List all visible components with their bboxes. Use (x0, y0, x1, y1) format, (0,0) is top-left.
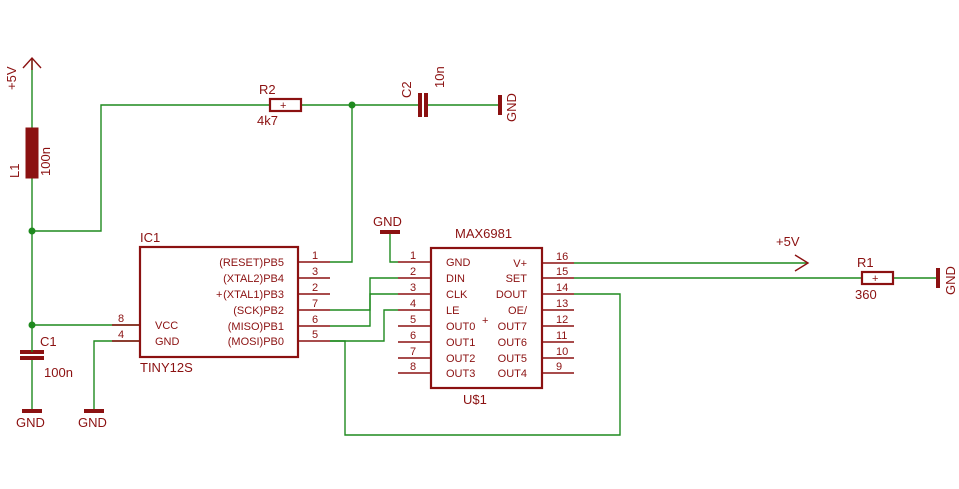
u1-pin-label: OUT5 (498, 353, 527, 365)
u1-value: MAX6981 (455, 226, 512, 241)
ic1-body (138, 245, 300, 359)
l1-name: L1 (7, 164, 22, 178)
u1-pin-num: 8 (410, 361, 416, 373)
gnd-c2-label: GND (504, 93, 519, 122)
u1-pin-num: 14 (556, 282, 568, 294)
u1-name: U$1 (463, 392, 487, 407)
u1-pin-num: 11 (556, 330, 567, 342)
junction-vcc (28, 321, 36, 329)
u1-pin-label: CLK (446, 289, 468, 301)
u1-pin-label: OUT0 (446, 321, 475, 333)
ic1-pin-label: (XTAL1)PB3 (223, 289, 284, 301)
u1-pin-label: OUT2 (446, 353, 475, 365)
junction-r2-c2 (348, 101, 356, 109)
l1-value: 100n (38, 147, 53, 176)
wire-din (330, 277, 398, 327)
c1-value: 100n (44, 365, 73, 380)
vcc-right-arrow-icon (794, 254, 810, 272)
u1-pin-label: OUT4 (498, 368, 527, 380)
u1-pin-label: OUT3 (446, 368, 475, 380)
r1-resistor-icon (860, 270, 895, 286)
c1-name: C1 (40, 334, 57, 349)
wire-reset (330, 105, 353, 263)
ic1-pin-num: 4 (118, 329, 124, 341)
ic1-pin-num: 5 (312, 329, 318, 341)
svg-text:+: + (482, 315, 488, 327)
gnd-u1-label: GND (373, 214, 402, 229)
l1-inductor-icon (25, 127, 39, 179)
ic1-pin-num: 6 (312, 314, 318, 326)
nets (31, 58, 938, 436)
wire-sck-clk (330, 293, 398, 311)
vcc-right-label: +5V (776, 234, 800, 249)
ic1-pin-label: (SCK)PB2 (233, 305, 284, 317)
u1-pin-num: 12 (556, 314, 568, 326)
gnd-c1-label: GND (16, 415, 45, 430)
r2-name: R2 (259, 82, 276, 97)
u1-body (429, 246, 544, 390)
u1-pin-num: 1 (410, 250, 416, 262)
u1-pin-num: 15 (556, 266, 568, 278)
u1-pin-num: 10 (556, 346, 568, 358)
ic1-pin-num: 1 (312, 250, 318, 262)
r2-resistor-icon (268, 97, 303, 113)
u1-pin-num: 3 (410, 282, 416, 294)
ic1-pin-label: (XTAL2)PB4 (223, 273, 284, 285)
svg-text:+: + (280, 100, 286, 112)
ic1-pin-num: 3 (312, 266, 318, 278)
ic1-pin-num: 8 (118, 313, 124, 325)
gnd-ic1-label: GND (78, 415, 107, 430)
c2-name: C2 (399, 81, 414, 98)
u1-pin-label: V+ (513, 258, 527, 270)
svg-text:+: + (872, 273, 878, 285)
wire-gnd-pin4 (93, 340, 140, 410)
wire-le (330, 309, 398, 342)
u1-pin-label: SET (506, 273, 528, 285)
u1-pin-label: DOUT (496, 289, 527, 301)
u1-pin-label: OE/ (508, 305, 528, 317)
u1-pin-num: 16 (556, 251, 568, 263)
u1-pin-num: 9 (556, 361, 562, 373)
u1-pin-label: GND (446, 257, 471, 269)
gnd-r1-label: GND (943, 266, 958, 295)
u1-chip: MAX6981 U$1 + 1 2 3 4 5 6 7 (398, 226, 574, 407)
u1-pin-label: OUT1 (446, 337, 475, 349)
u1-pin-label: OUT6 (498, 337, 527, 349)
wire-u1-gnd (389, 232, 398, 263)
vcc-top-label: +5V (4, 66, 19, 90)
ic1-pin-label: (MOSI)PB0 (228, 336, 284, 348)
u1-pin-num: 13 (556, 298, 568, 310)
u1-pin-num: 5 (410, 314, 416, 326)
r1-value: 360 (855, 287, 877, 302)
r1-name: R1 (857, 255, 874, 270)
wire-dout-loop (330, 293, 621, 436)
ic1-pin-num: 7 (312, 298, 318, 310)
u1-pin-label: LE (446, 305, 459, 317)
ic1-value: TINY12S (140, 360, 193, 375)
ic1-chip: IC1 TINY12S + 8 4 VCC GND 1 3 2 7 6 5 (R… (112, 230, 330, 375)
ic1-pin-label: (RESET)PB5 (219, 257, 284, 269)
ic1-pin-label: (MISO)PB1 (228, 321, 284, 333)
svg-text:+: + (216, 289, 222, 301)
ic1-pin-label: VCC (155, 320, 178, 332)
ic1-name: IC1 (140, 230, 160, 245)
u1-pin-label: OUT7 (498, 321, 527, 333)
r2-value: 4k7 (257, 113, 278, 128)
wire-node-to-r2 (32, 104, 270, 232)
ic1-pin-label: GND (155, 336, 180, 348)
u1-pin-label: DIN (446, 273, 465, 285)
junction-l1 (28, 227, 36, 235)
c2-value: 10n (432, 66, 447, 88)
u1-pin-num: 4 (410, 298, 416, 310)
u1-pin-num: 7 (410, 346, 416, 358)
u1-pin-num: 6 (410, 330, 416, 342)
ic1-right-pins: 1 3 2 7 6 5 (RESET)PB5 (XTAL2)PB4 (XTAL1… (219, 250, 330, 348)
ic1-pin-num: 2 (312, 282, 318, 294)
u1-pin-num: 2 (410, 266, 416, 278)
